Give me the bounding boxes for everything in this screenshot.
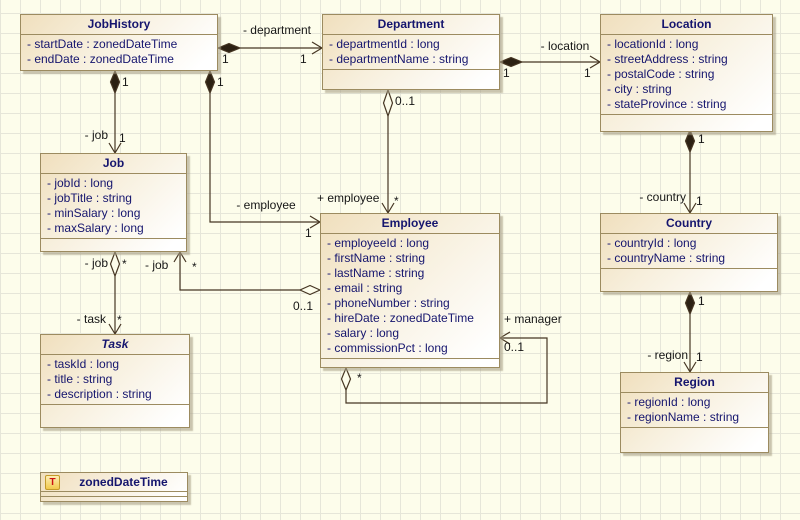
multiplicity: 1: [300, 52, 307, 66]
attribute: - commissionPct : long: [327, 341, 448, 355]
edge-label: - region: [647, 348, 688, 362]
multiplicity: 1: [122, 75, 129, 89]
multiplicity: 0..1: [395, 94, 416, 108]
edge-label: - department: [242, 23, 312, 37]
attribute: - salary : long: [327, 326, 400, 340]
attribute: - city : string: [607, 82, 672, 96]
operations-compartment: [323, 69, 499, 89]
attributes-compartment: - countryId : long - countryName : strin…: [601, 234, 777, 268]
edge-label: - job: [84, 256, 108, 270]
type-icon: T: [45, 474, 60, 490]
edge-label: - location: [540, 39, 590, 53]
attributes-compartment: - jobId : long - jobTitle : string - min…: [41, 174, 186, 238]
multiplicity: *: [357, 371, 362, 385]
multiplicity: *: [192, 260, 197, 274]
class-location[interactable]: Location - locationId : long - streetAdd…: [600, 14, 773, 132]
class-employee[interactable]: Employee - employeeId : long - firstName…: [320, 213, 500, 368]
attribute: - employeeId : long: [327, 236, 430, 250]
class-department[interactable]: Department - departmentId : long - depar…: [322, 14, 500, 90]
class-jobhistory[interactable]: JobHistory - startDate : zonedDateTime -…: [20, 14, 218, 71]
class-task[interactable]: Task - taskId : long - title : string - …: [40, 334, 190, 428]
attribute: - stateProvince : string: [607, 97, 727, 111]
multiplicity: 1: [119, 131, 126, 145]
edge-label: + manager: [504, 312, 562, 326]
attribute: - locationId : long: [607, 37, 699, 51]
class-job[interactable]: Job - jobId : long - jobTitle : string -…: [40, 153, 187, 252]
attribute: - departmentId : long: [329, 37, 440, 51]
attribute: - startDate : zonedDateTime: [27, 37, 178, 51]
attribute: - hireDate : zonedDateTime: [327, 311, 474, 325]
attribute: - regionId : long: [627, 395, 711, 409]
multiplicity: *: [122, 257, 127, 271]
class-title: Employee: [321, 214, 499, 234]
class-title: Department: [323, 15, 499, 35]
attributes-compartment: - startDate : zonedDateTime - endDate : …: [21, 35, 217, 70]
attributes-compartment: - departmentId : long - departmentName :…: [323, 35, 499, 69]
class-title: Job: [41, 154, 186, 174]
attribute: - jobId : long: [47, 176, 114, 190]
multiplicity: *: [117, 313, 122, 327]
multiplicity: 1: [698, 294, 705, 308]
class-title: Region: [621, 373, 768, 393]
attribute: - regionName : string: [627, 410, 740, 424]
attribute: - endDate : zonedDateTime: [27, 52, 174, 66]
multiplicity: 1: [696, 350, 703, 364]
association-department-employee[interactable]: [381, 88, 395, 215]
class-title: JobHistory: [21, 15, 217, 35]
datatype-compartment: [41, 496, 187, 501]
edge-label: + employee: [317, 191, 380, 205]
edge-label: - job: [84, 128, 108, 142]
attributes-compartment: - regionId : long - regionName : string: [621, 393, 768, 427]
class-region[interactable]: Region - regionId : long - regionName : …: [620, 372, 769, 453]
attribute: - lastName : string: [327, 266, 425, 280]
datatype-zoneddatetime[interactable]: T zonedDateTime: [40, 472, 188, 502]
edge-label: - job: [145, 258, 169, 272]
attribute: - maxSalary : long: [47, 221, 144, 235]
attribute: - countryId : long: [607, 236, 697, 250]
multiplicity: *: [394, 194, 399, 208]
attribute: - streetAddress : string: [607, 52, 728, 66]
attribute: - email : string: [327, 281, 403, 295]
attribute: - countryName : string: [607, 251, 726, 265]
multiplicity: 1: [222, 52, 229, 66]
operations-compartment: [321, 358, 499, 367]
multiplicity: 1: [503, 66, 510, 80]
operations-compartment: [41, 404, 189, 427]
attributes-compartment: - employeeId : long - firstName : string…: [321, 234, 499, 358]
datatype-title: zonedDateTime: [79, 475, 168, 489]
attribute: - firstName : string: [327, 251, 426, 265]
edge-label: - country: [639, 190, 686, 204]
edge-label: - task: [76, 312, 106, 326]
attributes-compartment: - locationId : long - streetAddress : st…: [601, 35, 772, 114]
class-title: Task: [41, 335, 189, 355]
attributes-compartment: - taskId : long - title : string - descr…: [41, 355, 189, 404]
multiplicity: 1: [305, 226, 312, 240]
attribute: - minSalary : long: [47, 206, 141, 220]
attribute: - title : string: [47, 372, 113, 386]
class-title: Location: [601, 15, 772, 35]
multiplicity: 1: [696, 194, 703, 208]
edge-label: - employee: [236, 198, 296, 212]
multiplicity: 0..1: [504, 340, 525, 354]
operations-compartment: [601, 268, 777, 291]
multiplicity: 1: [698, 132, 705, 146]
multiplicity: 1: [584, 66, 591, 80]
operations-compartment: [621, 427, 768, 452]
attribute: - jobTitle : string: [47, 191, 132, 205]
operations-compartment: [41, 238, 186, 251]
operations-compartment: [601, 114, 772, 131]
multiplicity: 0..1: [293, 299, 314, 313]
attribute: - phoneNumber : string: [327, 296, 450, 310]
class-country[interactable]: Country - countryId : long - countryName…: [600, 213, 778, 292]
attribute: - description : string: [47, 387, 152, 401]
attribute: - departmentName : string: [329, 52, 469, 66]
attribute: - taskId : long: [47, 357, 120, 371]
attribute: - postalCode : string: [607, 67, 715, 81]
class-title: Country: [601, 214, 777, 234]
multiplicity: 1: [217, 75, 224, 89]
